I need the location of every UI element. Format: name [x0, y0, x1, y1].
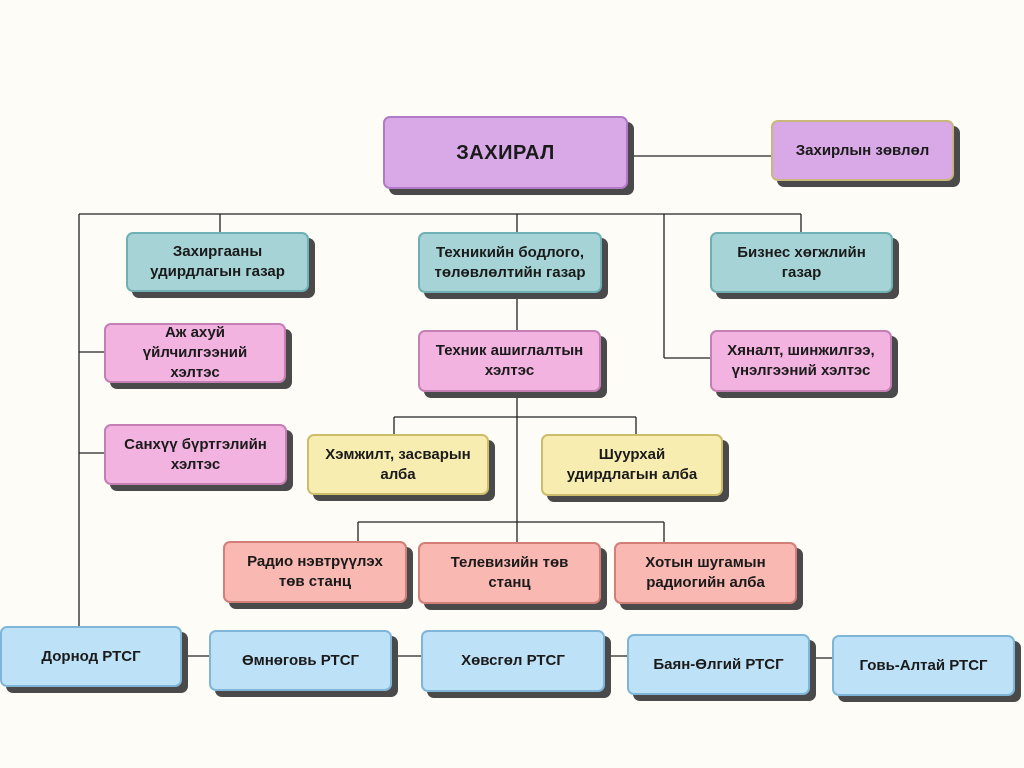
- tv-station-box: Телевизийн төв станц: [418, 542, 601, 604]
- director-box: ЗАХИРАЛ: [383, 116, 628, 189]
- branch-box-omnogovi: Өмнөговь РТСГ: [209, 630, 392, 691]
- city-radio-box: Хотын шугамын радиогийн алба: [614, 542, 797, 604]
- household-unit-box: Аж ахуй үйлчилгээний хэлтэс: [104, 323, 286, 383]
- branch-box-khovsgol: Хөвсгөл РТСГ: [421, 630, 605, 692]
- mining-unit-box: Шуурхай удирдлагын алба: [541, 434, 723, 496]
- finance-unit-box: Санхүү бүртгэлийн хэлтэс: [104, 424, 287, 485]
- admin-department-box: Захиргааны удирдлагын газар: [126, 232, 309, 292]
- tech-policy-department-box: Техникийн бодлого, төлөвлөлтийн газар: [418, 232, 602, 293]
- branch-box-dornod: Дорнод РТСГ: [0, 626, 182, 687]
- radio-station-box: Радио нэвтрүүлэх төв станц: [223, 541, 407, 603]
- branch-box-govi-altai: Говь-Алтай РТСГ: [832, 635, 1015, 696]
- board-box: Захирлын зөвлөл: [771, 120, 954, 181]
- tech-operation-unit-box: Техник ашиглалтын хэлтэс: [418, 330, 601, 392]
- monitoring-unit-box: Хяналт, шинжилгээ, үнэлгээний хэлтэс: [710, 330, 892, 392]
- branch-box-bayan-olgii: Баян-Өлгий РТСГ: [627, 634, 810, 695]
- measurement-unit-box: Хэмжилт, засварын алба: [307, 434, 489, 495]
- business-department-box: Бизнес хөгжлийн газар: [710, 232, 893, 293]
